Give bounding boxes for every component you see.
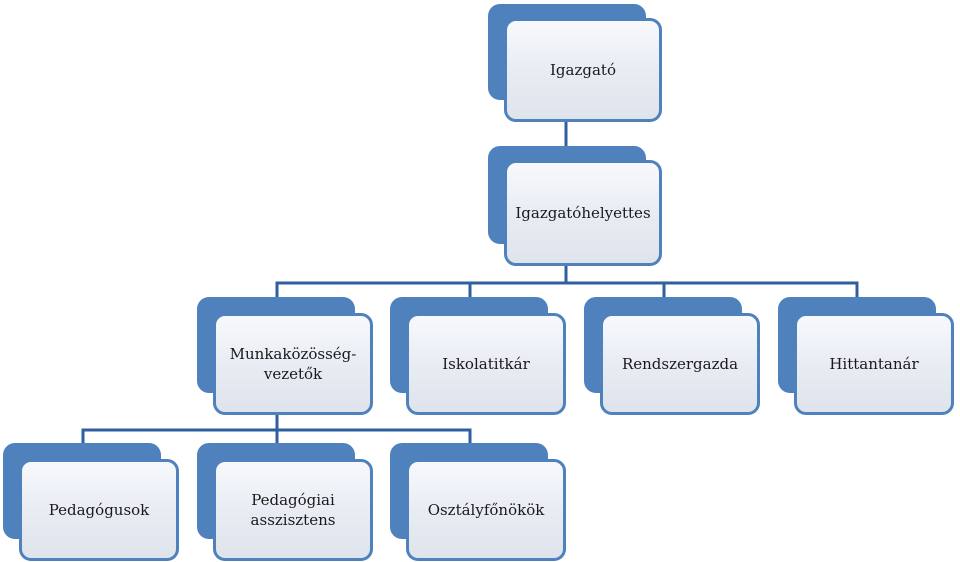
node-pedagogiai-asszisztens-box: Pedagógiai asszisztens xyxy=(213,459,373,561)
node-igazgatohelyettes-label: Igazgatóhelyettes xyxy=(515,204,651,222)
node-igazgato: Igazgató xyxy=(488,4,664,122)
node-osztalyfonokok: Osztályfőnökök xyxy=(390,443,568,561)
node-osztalyfonokok-box: Osztályfőnökök xyxy=(406,459,566,561)
node-hittantanar-label: Hittantanár xyxy=(829,355,919,373)
node-rendszergazda-label: Rendszergazda xyxy=(621,355,739,373)
node-munkakozosseg-vezetok-label: Munkaközösség- vezetők xyxy=(229,345,357,383)
node-igazgato-box: Igazgató xyxy=(504,18,662,122)
node-igazgatohelyettes-box: Igazgatóhelyettes xyxy=(504,160,662,266)
node-hittantanar: Hittantanár xyxy=(778,297,956,415)
node-osztalyfonokok-label: Osztályfőnökök xyxy=(427,501,545,519)
node-iskolatitkar-box: Iskolatitkár xyxy=(406,313,566,415)
node-pedagogiai-asszisztens: Pedagógiai asszisztens xyxy=(197,443,375,561)
node-igazgato-label: Igazgató xyxy=(550,61,616,79)
node-rendszergazda-box: Rendszergazda xyxy=(600,313,760,415)
node-munkakozosseg-vezetok: Munkaközösség- vezetők xyxy=(197,297,375,415)
node-igazgatohelyettes: Igazgatóhelyettes xyxy=(488,146,664,266)
node-munkakozosseg-vezetok-box: Munkaközösség- vezetők xyxy=(213,313,373,415)
node-rendszergazda: Rendszergazda xyxy=(584,297,762,415)
node-pedagogusok: Pedagógusok xyxy=(3,443,181,561)
node-pedagogusok-label: Pedagógusok xyxy=(48,501,150,519)
node-pedagogusok-box: Pedagógusok xyxy=(19,459,179,561)
node-iskolatitkar: Iskolatitkár xyxy=(390,297,568,415)
node-pedagogiai-asszisztens-label: Pedagógiai asszisztens xyxy=(250,491,336,529)
node-hittantanar-box: Hittantanár xyxy=(794,313,954,415)
node-iskolatitkar-label: Iskolatitkár xyxy=(442,355,530,373)
